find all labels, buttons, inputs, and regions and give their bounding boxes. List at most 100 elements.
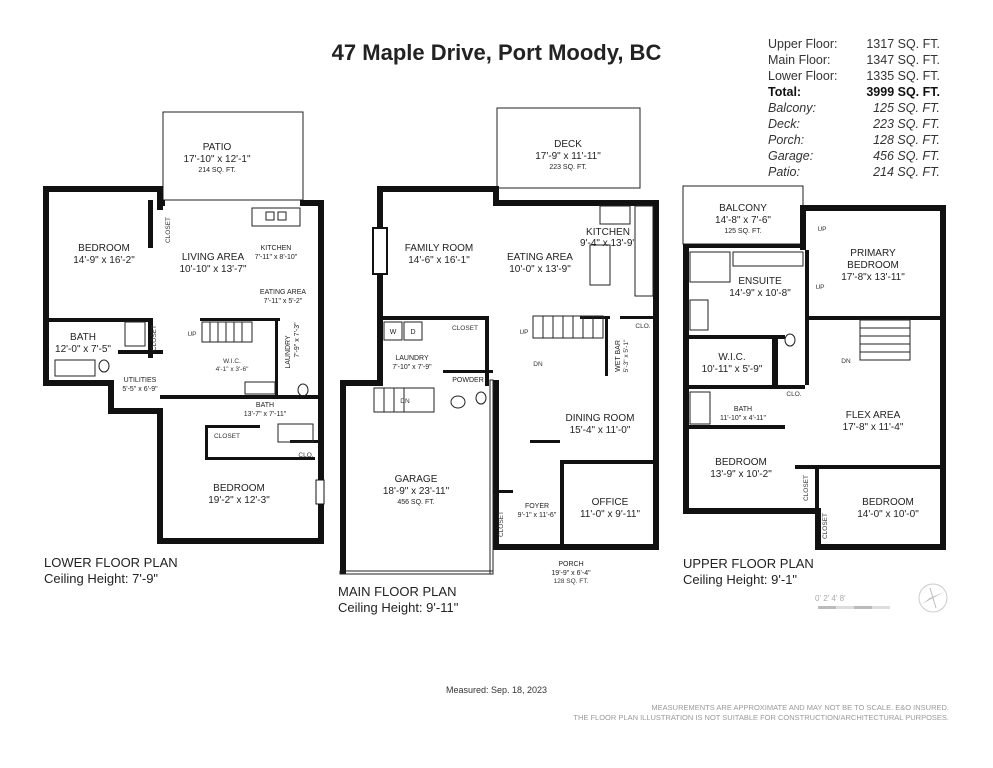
- lower-patio-dims: 17'-10" x 12'-1": [183, 154, 251, 165]
- page-title: 47 Maple Drive, Port Moody, BC: [331, 40, 662, 65]
- lower-clo-label: CLO.: [298, 452, 313, 459]
- upper-closet-label-2: CLOSET: [822, 513, 829, 539]
- upper-flex-name: FLEX AREA: [846, 410, 901, 421]
- lower-bath1-name: BATH: [70, 332, 96, 343]
- upper-plan-caption: UPPER FLOOR PLAN Ceiling Height: 9'-1": [683, 556, 814, 588]
- area-value: 3999 SQ. FT.: [866, 85, 940, 99]
- upper-dn-label: DN: [841, 358, 851, 365]
- main-garage-name: GARAGE: [395, 474, 438, 485]
- upper-plan-ceiling: Ceiling Height: 9'-1": [683, 572, 798, 587]
- area-value: 125 SQ. FT.: [873, 101, 940, 115]
- area-label: Patio:: [768, 165, 800, 179]
- main-deck-dims: 17'-9" x 11'-11": [535, 151, 601, 162]
- area-row: Total:3999 SQ. FT.: [768, 84, 940, 100]
- main-eating-name: EATING AREA: [507, 252, 573, 263]
- upper-primary-dims: 17'-8"x 13'-11": [841, 272, 905, 283]
- lower-closet-label-2: CLOSET: [165, 217, 172, 243]
- lower-living-dims: 10'-10" x 13'-7": [179, 264, 247, 275]
- scale-label: 0' 2' 4' 8': [815, 594, 846, 603]
- upper-bath-dims: 11'-10" x 4'-11": [720, 415, 766, 422]
- area-value: 1347 SQ. FT.: [866, 53, 940, 67]
- lower-utilities-name: UTILITIES: [124, 377, 157, 384]
- main-deck-area: 223 SQ. FT.: [549, 164, 586, 171]
- lower-plan-name: LOWER FLOOR PLAN: [44, 555, 178, 570]
- upper-balcony-area: 125 SQ. FT.: [724, 228, 761, 235]
- disclaimer-line-1: MEASUREMENTS ARE APPROXIMATE AND MAY NOT…: [651, 703, 949, 712]
- lower-patio-area: 214 SQ. FT.: [198, 167, 235, 174]
- upper-primary-name2: BEDROOM: [847, 260, 899, 271]
- area-value: 128 SQ. FT.: [873, 133, 940, 147]
- main-laundry-dims: 7'-10" x 7'-9": [392, 364, 432, 371]
- compass-icon: [918, 583, 948, 613]
- area-row: Deck: 223 SQ. FT.: [768, 116, 940, 132]
- main-garage-dims: 18'-9" x 23'-11": [383, 486, 450, 497]
- area-value: 1335 SQ. FT.: [866, 69, 940, 83]
- lower-wic-name: W.I.C.: [223, 358, 241, 365]
- main-family-dims: 14'-6" x 16'-1": [408, 255, 470, 266]
- main-dryer-label: D: [410, 329, 415, 336]
- upper-wic-dims: 10'-11" x 5'-9": [702, 364, 763, 375]
- upper-bedroom2-name: BEDROOM: [862, 497, 914, 508]
- lower-kitchen-name: KITCHEN: [261, 245, 292, 252]
- area-value: 223 SQ. FT.: [873, 117, 940, 131]
- area-label: Lower Floor:: [768, 69, 838, 83]
- main-dn-label-2: DN: [400, 398, 410, 405]
- main-porch-name: PORCH: [558, 561, 583, 568]
- upper-flex-dims: 17'-8" x 11'-4": [843, 422, 904, 433]
- main-wetbar-name: WET BAR: [615, 340, 622, 372]
- lower-plan-ceiling: Ceiling Height: 7'-9": [44, 571, 159, 586]
- disclaimer-line-2: THE FLOOR PLAN ILLUSTRATION IS NOT SUITA…: [573, 713, 949, 722]
- main-deck-name: DECK: [554, 139, 582, 150]
- lower-bath2-dims: 13'-7" x 7'-11": [244, 411, 287, 418]
- upper-bedroom2-dims: 14'-0" x 10'-0": [857, 509, 919, 520]
- main-kitchen-dims: 9'-4" x 13'-9": [580, 238, 636, 249]
- lower-kitchen-dims: 7'-11" x 8'-10": [255, 254, 298, 261]
- lower-up-label: UP: [187, 331, 196, 338]
- main-office-dims: 11'-0" x 9'-11": [580, 509, 640, 520]
- main-up-label: UP: [519, 329, 528, 336]
- upper-up-label-2: UP: [815, 284, 824, 291]
- main-family-name: FAMILY ROOM: [405, 243, 474, 254]
- lower-plan-caption: LOWER FLOOR PLAN Ceiling Height: 7'-9": [44, 555, 178, 587]
- area-label: Balcony:: [768, 101, 816, 115]
- upper-bedroom1-name: BEDROOM: [715, 457, 767, 468]
- upper-ensuite-name: ENSUITE: [738, 276, 782, 287]
- main-eating-dims: 10'-0" x 13'-9": [509, 264, 571, 275]
- main-closet-label: CLOSET: [452, 325, 478, 332]
- lower-floor-plan: PATIO 17'-10" x 12'-1" 214 SQ. FT. BEDRO…: [43, 111, 325, 544]
- main-closet-label-2: CLOSET: [498, 511, 505, 537]
- upper-floor-plan: BALCONY 14'-8" x 7'-6" 125 SQ. FT. PRIMA…: [682, 185, 946, 550]
- scale-bar: [818, 606, 890, 609]
- lower-bedroom1-name: BEDROOM: [78, 243, 130, 254]
- main-dining-name: DINING ROOM: [566, 413, 635, 424]
- area-value: 1317 SQ. FT.: [866, 37, 940, 51]
- area-row: Garage:456 SQ. FT.: [768, 148, 940, 164]
- area-row: Porch:128 SQ. FT.: [768, 132, 940, 148]
- main-plan-caption: MAIN FLOOR PLAN Ceiling Height: 9'-11": [338, 584, 458, 616]
- measured-date: Measured: Sep. 18, 2023: [445, 685, 548, 695]
- area-label: Deck:: [768, 117, 800, 131]
- area-row: Patio:214 SQ. FT.: [768, 164, 940, 180]
- main-kitchen-name: KITCHEN: [586, 227, 630, 238]
- upper-clo-label: CLO.: [786, 391, 801, 398]
- main-dining-dims: 15'-4" x 11'-0": [570, 425, 631, 436]
- main-dn-label: DN: [533, 361, 543, 368]
- lower-bedroom1-dims: 14'-9" x 16'-2": [73, 255, 135, 266]
- main-wetbar-dims: 5'-3" x 5'-1": [623, 339, 630, 372]
- area-row: Lower Floor: 1335 SQ. FT.: [768, 68, 940, 84]
- area-value: 456 SQ. FT.: [873, 149, 940, 163]
- upper-wic-name: W.I.C.: [718, 352, 745, 363]
- lower-closet-label-3: CLOSET: [151, 325, 158, 351]
- upper-up-label: UP: [817, 226, 826, 233]
- main-laundry-name: LAUNDRY: [395, 355, 429, 362]
- upper-bedroom1-dims: 13'-9" x 10'-2": [710, 469, 772, 480]
- main-garage-area: 456 SQ. FT.: [397, 499, 434, 506]
- lower-bedroom2-name: BEDROOM: [213, 483, 265, 494]
- main-porch-dims: 19'-9" x 6'-4": [551, 570, 591, 577]
- disclaimer: MEASUREMENTS ARE APPROXIMATE AND MAY NOT…: [573, 703, 949, 723]
- lower-living-name: LIVING AREA: [182, 252, 245, 263]
- dryer-box: [403, 321, 423, 341]
- upper-bath-name: BATH: [734, 406, 752, 413]
- washer-box: [383, 321, 403, 341]
- lower-wic-dims: 4'-1" x 3'-6": [216, 366, 249, 373]
